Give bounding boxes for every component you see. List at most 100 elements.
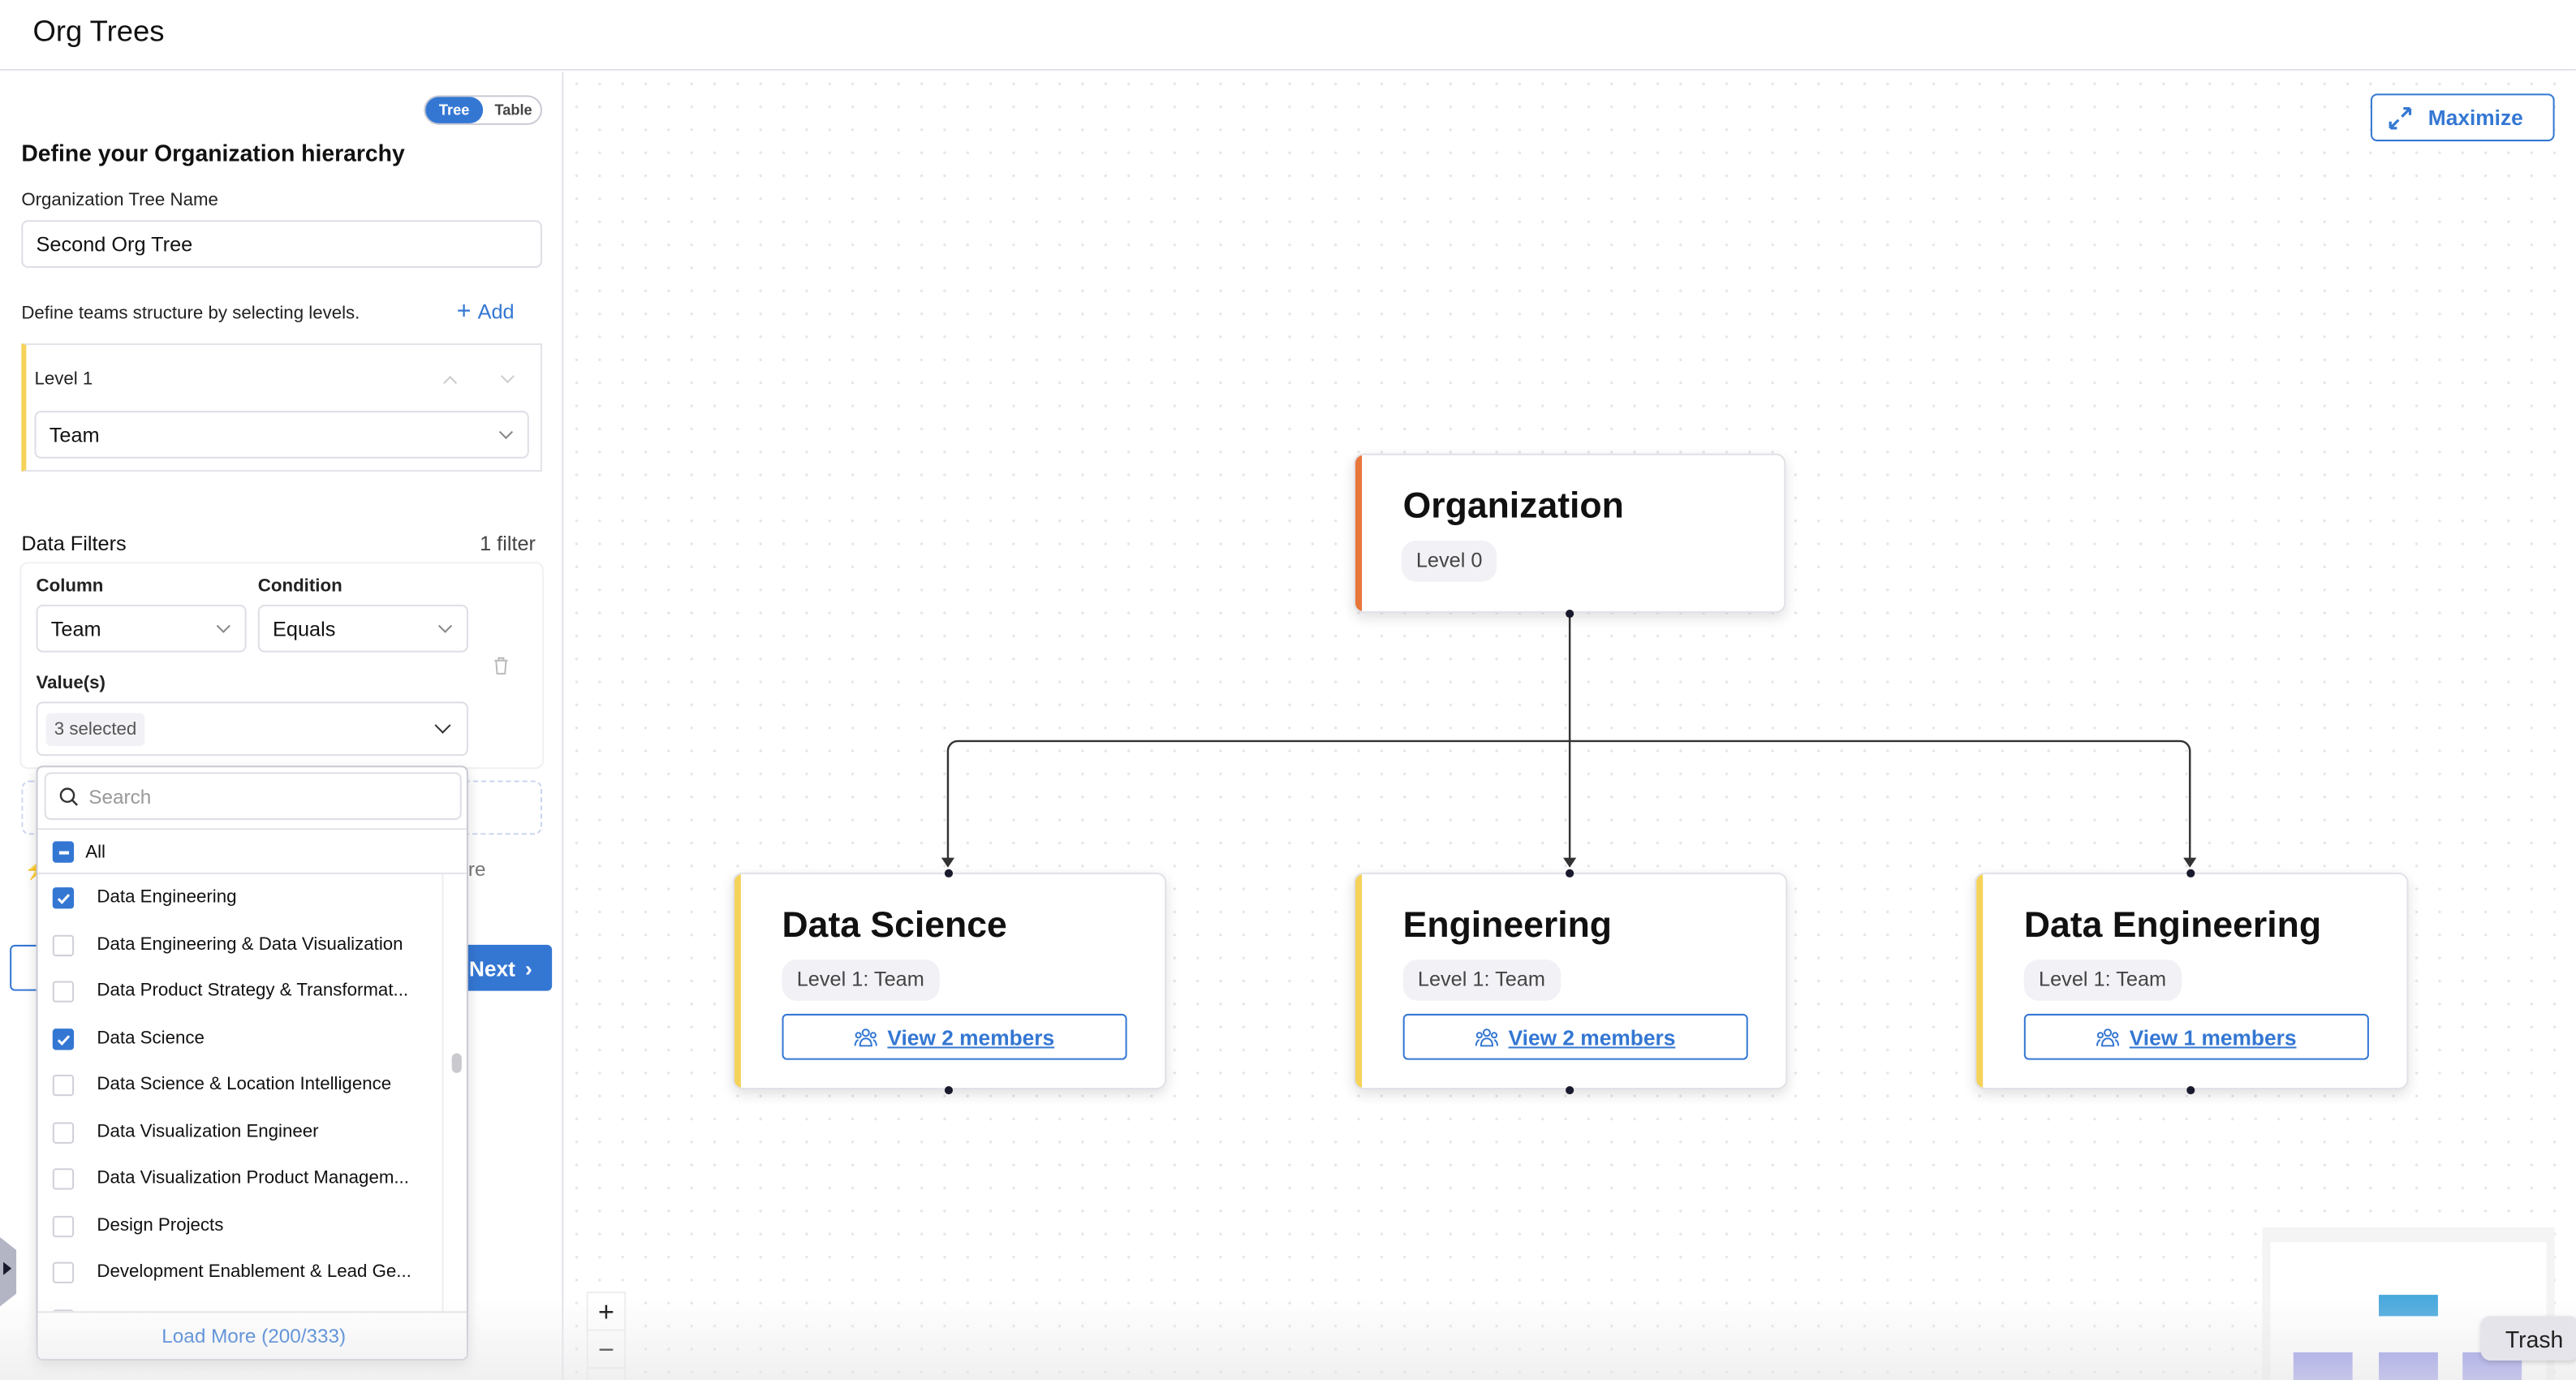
chevron-right-icon: › [525,955,532,981]
column-label: Column [36,576,104,597]
column-select[interactable]: Team [36,604,247,653]
option-item[interactable]: Data Visualization Engineer [38,1108,442,1154]
connector-handle[interactable] [944,1085,954,1095]
level-badge: Level 1: Team [782,960,940,1001]
view-members-button[interactable]: View 2 members [1402,1013,1748,1060]
scrollbar[interactable] [442,873,467,1312]
connector-handle[interactable] [944,869,954,878]
option-item[interactable]: Data Science [38,1015,442,1061]
dropdown-search-input[interactable]: Search [44,772,462,821]
values-label: Value(s) [36,673,106,694]
condition-value: Equals [273,617,336,640]
app-header: Org Trees [0,0,2576,71]
zoom-out-button[interactable]: − [588,1331,625,1369]
option-item[interactable]: Data Engineering [38,874,442,921]
tooltip-text: Trash [2505,1326,2564,1352]
option-checkbox[interactable] [52,934,75,956]
condition-select[interactable]: Equals [257,604,468,653]
check-icon [57,894,71,904]
level-badge: Level 0 [1401,540,1497,582]
toggle-tree[interactable]: Tree [425,97,484,123]
option-checkbox[interactable] [52,887,75,909]
values-multiselect[interactable]: 3 selected [36,701,468,757]
zoom-in-button[interactable]: + [588,1293,625,1331]
filter-card: Column Condition Team Equals Value(s) 3 … [21,563,542,768]
connector-handle[interactable] [1566,609,1574,619]
zoom-controls: + − [586,1292,627,1380]
option-item[interactable]: Data Engineering & Data Visualization [38,921,442,968]
option-item[interactable]: Design Projects [38,1202,442,1248]
option-label: Data Visualization Product Managem... [97,1168,409,1188]
minimap-child-node [2293,1352,2353,1380]
trash-icon[interactable] [493,656,509,675]
toggle-table[interactable]: Table [494,101,532,119]
level-select-value: Team [49,423,100,446]
level-badge: Level 1: Team [2023,960,2182,1001]
option-checkbox[interactable] [52,1168,75,1190]
option-item[interactable]: Development Enablement & Lead Ge... [38,1248,442,1295]
level-badge: Level 1: Team [1402,960,1561,1001]
connector-handle[interactable] [1566,869,1574,878]
select-all-row[interactable]: All [37,828,467,874]
level-card: Level 1 Team [21,343,542,472]
add-label: Add [477,300,515,324]
form-heading: Define your Organization hierarchy [21,140,405,166]
node-accent [1355,873,1363,1089]
option-label: Data Science & Location Intelligence [97,1074,392,1095]
expand-arrow-icon [3,1261,12,1275]
members-link: View 1 members [2129,1024,2297,1050]
node-accent [1355,455,1363,612]
tree-name-label: Organization Tree Name [21,190,218,211]
check-icon [57,1034,71,1045]
tree-name-value: Second Org Tree [36,232,193,256]
level-label: Level 1 [34,369,93,390]
maximize-button[interactable]: Maximize [2370,93,2555,142]
obscured-text: re [467,857,486,881]
members-icon [1475,1028,1499,1046]
option-checkbox[interactable] [52,981,75,1003]
team-node[interactable]: Data Engineering Level 1: Team View 1 me… [1975,872,2409,1090]
scrollbar-thumb[interactable] [451,1053,462,1073]
option-label: Data Product Strategy & Transformat... [97,981,409,1001]
level-select[interactable]: Team [34,411,529,459]
next-label: Next [468,955,515,981]
team-node[interactable]: Data Science Level 1: Team View 2 member… [732,872,1167,1090]
connector-handle[interactable] [2186,1085,2195,1095]
option-item[interactable]: Data Visualization Product Managem... [38,1155,442,1201]
view-toggle[interactable]: Tree Table [424,95,542,125]
trash-tooltip: Trash [2480,1316,2576,1361]
add-level-button[interactable]: +Add [456,297,515,326]
option-label: Data Engineering [97,887,237,908]
view-members-button[interactable]: View 2 members [782,1013,1127,1060]
team-node[interactable]: Engineering Level 1: Team View 2 members [1353,872,1788,1090]
node-title: Data Science [782,903,1007,945]
option-label: Design Projects [97,1214,224,1236]
option-label: Data Engineering & Data Visualization [97,934,403,955]
option-item[interactable]: Data Science & Location Intelligence [38,1062,442,1108]
tree-name-input[interactable]: Second Org Tree [21,220,542,268]
page-title: Org Trees [32,15,165,48]
node-title: Engineering [1402,903,1612,945]
option-checkbox[interactable] [52,1121,75,1143]
option-checkbox[interactable] [52,1028,75,1050]
root-node[interactable]: Organization Level 0 [1353,453,1786,614]
minimap-child-node [2379,1352,2438,1380]
select-all-checkbox[interactable] [52,841,75,863]
node-title: Data Engineering [2023,903,2322,945]
option-checkbox[interactable] [52,1074,75,1097]
connector-handle[interactable] [2186,869,2195,878]
option-item[interactable]: Data Product Strategy & Transformat... [38,968,442,1014]
connector-handle[interactable] [1566,1085,1574,1095]
minimap-root-node [2379,1295,2438,1317]
view-members-button[interactable]: View 1 members [2023,1013,2369,1060]
members-icon [854,1028,878,1046]
node-title: Organization [1402,485,1624,526]
option-checkbox[interactable] [52,1261,75,1283]
plus-icon: + [456,297,472,326]
condition-label: Condition [257,576,342,597]
node-accent [1976,873,1984,1089]
option-checkbox[interactable] [52,1214,75,1237]
members-link: View 2 members [1508,1024,1676,1050]
node-accent [734,873,741,1089]
